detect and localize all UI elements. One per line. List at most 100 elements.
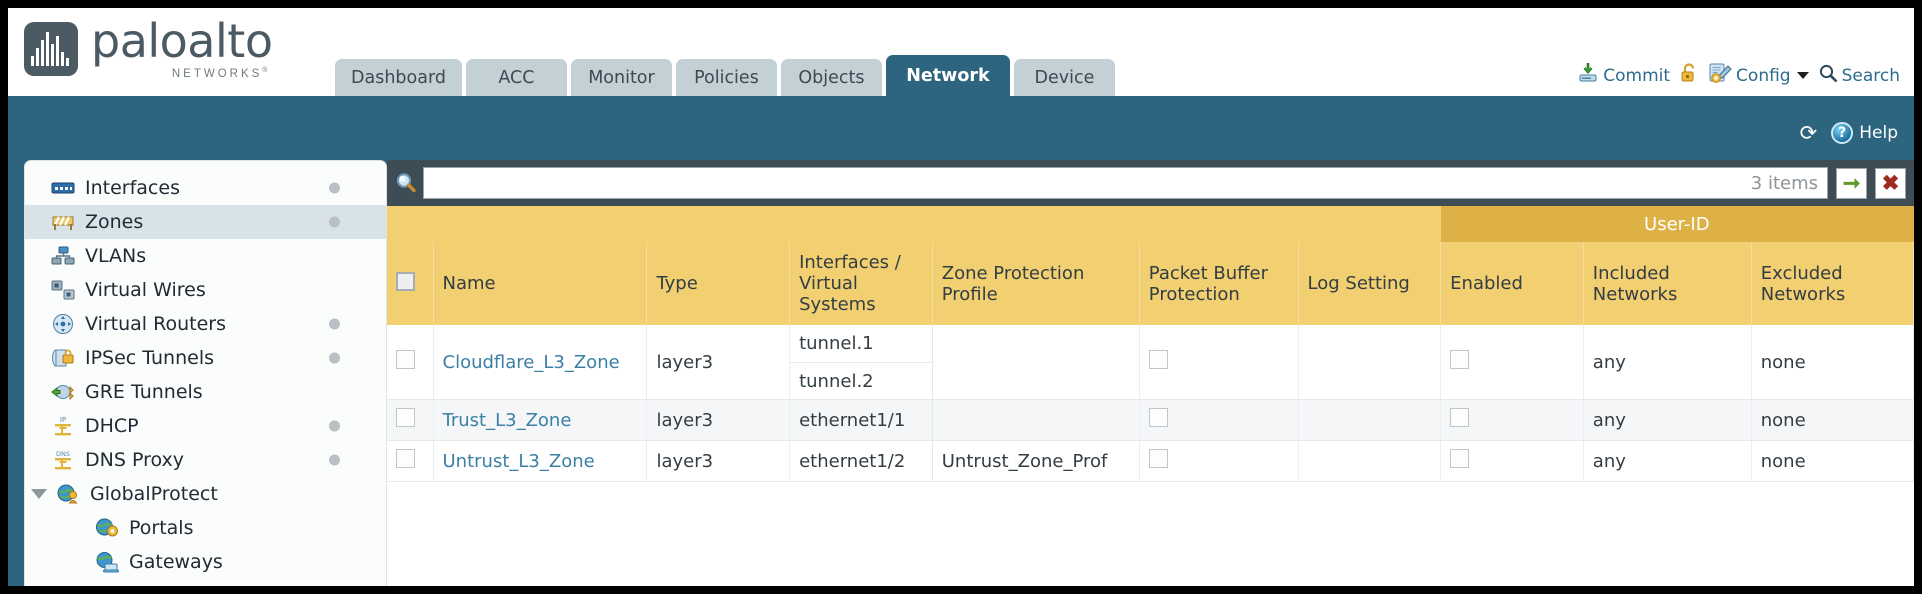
- gre-tunnels-icon: [50, 381, 76, 403]
- col-included-networks[interactable]: Included Networks: [1583, 242, 1752, 325]
- unlock-button[interactable]: [1679, 62, 1699, 89]
- cell-name[interactable]: Untrust_L3_Zone: [433, 440, 648, 482]
- sidebar-item-gateways[interactable]: Gateways: [25, 545, 386, 579]
- sidebar-item-globalprotect[interactable]: GlobalProtect: [25, 477, 386, 511]
- sidebar-item-indicator-dot: [329, 454, 340, 466]
- sidebar-item-virtual-routers[interactable]: Virtual Routers: [25, 307, 386, 341]
- sidebar-item-label: Virtual Routers: [85, 313, 226, 335]
- gateways-icon: [94, 551, 120, 573]
- sidebar-item-dns-proxy[interactable]: DNS DNS Proxy: [25, 443, 386, 477]
- tab-dashboard[interactable]: Dashboard: [335, 59, 462, 97]
- tab-policies[interactable]: Policies: [675, 59, 777, 97]
- config-dropdown[interactable]: Config: [1708, 62, 1809, 89]
- tab-objects[interactable]: Objects: [780, 59, 882, 97]
- row-select-cell[interactable]: [387, 325, 434, 400]
- userid-enabled-checkbox[interactable]: [1450, 408, 1470, 427]
- paloalto-logo: paloalto NETWORKS®: [24, 18, 273, 84]
- row-checkbox[interactable]: [396, 408, 415, 427]
- tab-network-label: Network: [906, 66, 990, 86]
- cell-zone-protection-profile: Untrust_Zone_Prof: [932, 440, 1140, 482]
- commit-button[interactable]: Commit: [1577, 62, 1670, 89]
- col-userid-enabled[interactable]: Enabled: [1440, 242, 1584, 325]
- dns-proxy-icon: DNS: [50, 449, 76, 471]
- search-icon: [1818, 63, 1838, 88]
- virtual-routers-icon: [50, 313, 76, 335]
- cell-userid-enabled[interactable]: [1440, 325, 1584, 400]
- config-label: Config: [1736, 65, 1791, 86]
- col-type[interactable]: Type: [646, 242, 791, 325]
- cell-included-networks: any: [1583, 440, 1752, 482]
- sidebar-item-gre-tunnels[interactable]: GRE Tunnels: [25, 375, 386, 409]
- select-all-header[interactable]: [387, 242, 434, 325]
- cell-userid-enabled[interactable]: [1440, 399, 1584, 441]
- cell-interfaces: ethernet1/1: [789, 399, 933, 441]
- select-all-checkbox[interactable]: [396, 271, 415, 291]
- cell-packet-buffer-protection[interactable]: [1139, 325, 1299, 400]
- cell-excluded-networks: none: [1751, 399, 1914, 441]
- palo-alto-web-ui: paloalto NETWORKS® Dashboard ACC Monitor…: [8, 8, 1914, 586]
- portals-icon: [94, 517, 120, 539]
- col-log-setting[interactable]: Log Setting: [1298, 242, 1442, 325]
- cell-excluded-networks: none: [1751, 325, 1914, 400]
- sidebar-item-ipsec-tunnels[interactable]: IPSec Tunnels: [25, 341, 386, 375]
- sidebar-item-interfaces[interactable]: Interfaces: [25, 171, 386, 205]
- clear-filter-button[interactable]: ✖: [1875, 167, 1906, 199]
- table-row[interactable]: Untrust_L3_Zone layer3 ethernet1/2 Untru…: [387, 440, 1914, 482]
- tab-acc[interactable]: ACC: [465, 59, 567, 97]
- userid-enabled-checkbox[interactable]: [1450, 350, 1470, 369]
- row-checkbox[interactable]: [396, 449, 415, 468]
- refresh-icon[interactable]: ⟳: [1799, 120, 1818, 145]
- zone-link[interactable]: Trust_L3_Zone: [442, 409, 572, 431]
- col-excluded-networks[interactable]: Excluded Networks: [1751, 242, 1914, 325]
- collapse-triangle-icon[interactable]: [31, 489, 47, 499]
- cell-name[interactable]: Trust_L3_Zone: [433, 399, 648, 441]
- cell-packet-buffer-protection[interactable]: [1139, 440, 1299, 482]
- apply-filter-icon: ➞: [1842, 171, 1861, 195]
- table-row[interactable]: Trust_L3_Zone layer3 ethernet1/1 any non…: [387, 399, 1914, 441]
- tab-network[interactable]: Network: [885, 55, 1010, 97]
- tab-device-label: Device: [1034, 68, 1095, 88]
- packet-buffer-protection-checkbox[interactable]: [1148, 350, 1168, 369]
- col-zone-protection-profile[interactable]: Zone Protection Profile: [932, 242, 1140, 325]
- help-icon-glyph: ?: [1838, 125, 1847, 141]
- help-icon: ?: [1831, 122, 1854, 144]
- search-button[interactable]: Search: [1818, 63, 1900, 88]
- col-name[interactable]: Name: [433, 242, 648, 325]
- sidebar-item-label: Virtual Wires: [85, 279, 206, 301]
- filter-bar: 3 items ➞ ✖: [387, 160, 1914, 206]
- help-button[interactable]: ? Help: [1831, 122, 1898, 144]
- cell-log-setting: [1298, 440, 1442, 482]
- cell-packet-buffer-protection[interactable]: [1139, 399, 1299, 441]
- cell-name[interactable]: Cloudflare_L3_Zone: [433, 325, 648, 400]
- tab-device[interactable]: Device: [1013, 59, 1115, 97]
- packet-buffer-protection-checkbox[interactable]: [1148, 408, 1168, 427]
- col-packet-buffer-protection[interactable]: Packet Buffer Protection: [1139, 242, 1299, 325]
- col-interfaces[interactable]: Interfaces / Virtual Systems: [789, 242, 933, 325]
- row-select-cell[interactable]: [387, 399, 434, 441]
- zone-link[interactable]: Cloudflare_L3_Zone: [442, 351, 620, 373]
- cell-userid-enabled[interactable]: [1440, 440, 1584, 482]
- help-label: Help: [1859, 123, 1898, 143]
- zone-link[interactable]: Untrust_L3_Zone: [442, 450, 595, 472]
- sidebar-item-label: Zones: [85, 211, 144, 233]
- cell-log-setting: [1298, 325, 1442, 400]
- apply-filter-button[interactable]: ➞: [1836, 167, 1867, 199]
- sidebar-item-virtual-wires[interactable]: Virtual Wires: [25, 273, 386, 307]
- tab-acc-label: ACC: [498, 68, 535, 88]
- sidebar-item-vlans[interactable]: VLANs: [25, 239, 386, 273]
- packet-buffer-protection-checkbox[interactable]: [1148, 449, 1168, 468]
- zones-table-head: User-ID Name Type Interfaces / Virtual S…: [387, 206, 1914, 325]
- magnifier-icon[interactable]: [393, 170, 419, 196]
- userid-enabled-checkbox[interactable]: [1450, 449, 1470, 468]
- row-select-cell[interactable]: [387, 440, 434, 482]
- sidebar-item-portals[interactable]: Portals: [25, 511, 386, 545]
- cell-type: layer3: [646, 325, 791, 400]
- sidebar-item-label: GlobalProtect: [90, 483, 218, 505]
- search-input[interactable]: [424, 169, 1751, 197]
- tab-policies-label: Policies: [694, 68, 759, 88]
- tab-monitor[interactable]: Monitor: [570, 59, 672, 97]
- row-checkbox[interactable]: [396, 350, 415, 369]
- tab-dashboard-label: Dashboard: [351, 68, 446, 88]
- sidebar-item-zones[interactable]: Zones: [25, 205, 386, 239]
- sidebar-item-dhcp[interactable]: IP DHCP: [25, 409, 386, 443]
